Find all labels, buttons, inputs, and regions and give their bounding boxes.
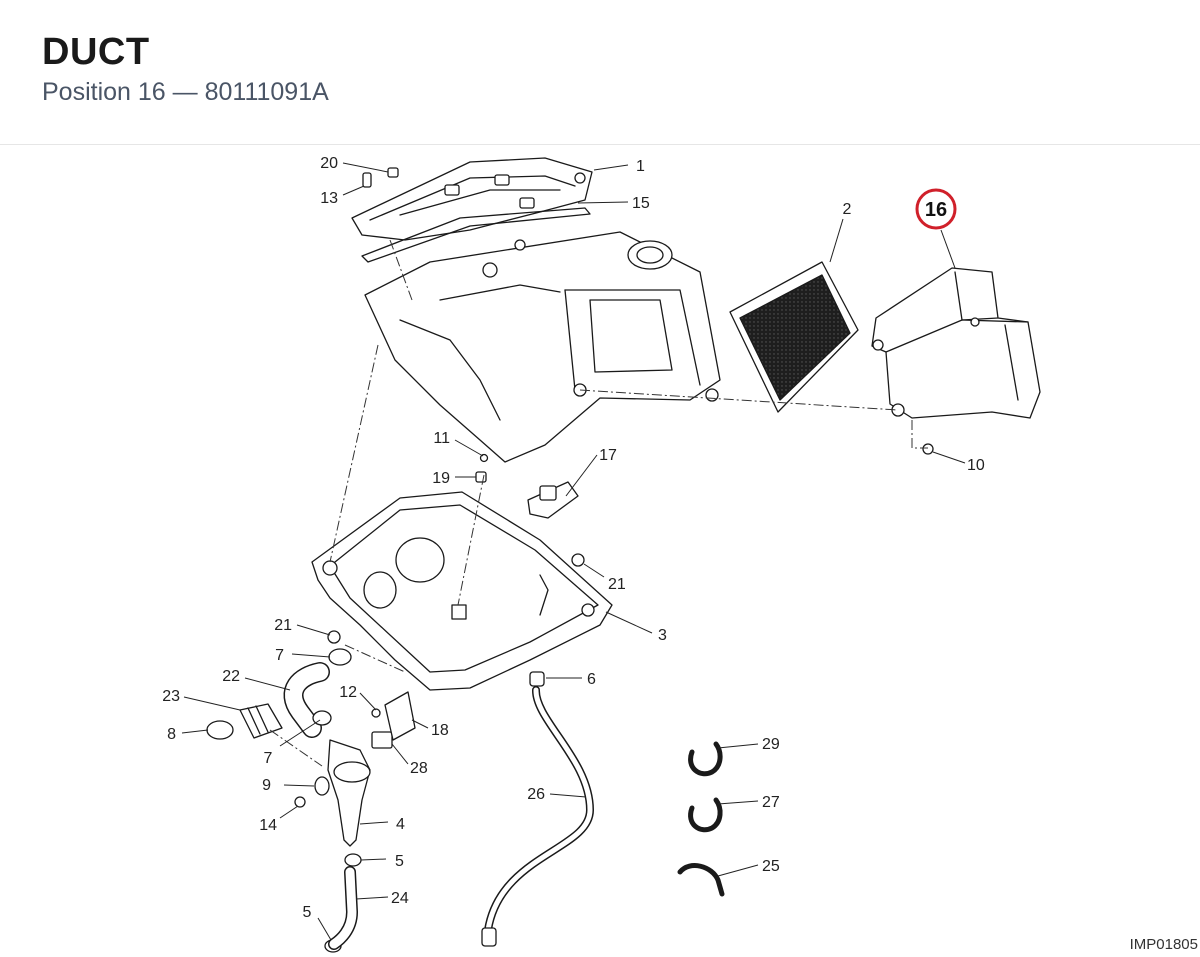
part-8-clamp [206, 720, 234, 740]
callout-3[interactable]: 3 [658, 627, 667, 644]
part-12-screw [371, 708, 381, 718]
callout-25[interactable]: 25 [762, 858, 780, 875]
image-code: IMP01805 [1129, 936, 1198, 953]
callout-8[interactable]: 8 [167, 726, 176, 743]
part-19-clip [475, 471, 487, 483]
part-17-connector [527, 481, 579, 519]
part-4-separator [327, 739, 371, 847]
callout-5-lower[interactable]: 5 [303, 904, 312, 921]
highlight-callout-16[interactable]: 16 [915, 188, 957, 230]
part-14-screw [294, 796, 306, 808]
page-subtitle: Position 16 — 80111091A [42, 78, 329, 106]
callout-17[interactable]: 17 [599, 447, 617, 464]
callout-22[interactable]: 22 [222, 668, 240, 685]
callout-29[interactable]: 29 [762, 736, 780, 753]
callout-2[interactable]: 2 [843, 201, 852, 218]
callout-28[interactable]: 28 [410, 760, 428, 777]
callout-26[interactable]: 26 [527, 786, 545, 803]
part-11-screw [479, 453, 489, 463]
callout-11[interactable]: 11 [433, 430, 450, 447]
highlight-label: 16 [925, 199, 947, 221]
part-20-nut [387, 167, 399, 178]
callout-5-upper[interactable]: 5 [395, 853, 404, 870]
part-27-clamp [688, 797, 723, 833]
callout-10[interactable]: 10 [967, 457, 985, 474]
callout-27[interactable]: 27 [762, 794, 780, 811]
callout-1[interactable]: 1 [636, 158, 645, 175]
callout-18[interactable]: 18 [431, 722, 449, 739]
callout-15[interactable]: 15 [632, 195, 650, 212]
assembly-lines [269, 239, 928, 767]
callout-13[interactable]: 13 [320, 190, 338, 207]
part-3-airbox-lower [311, 491, 613, 691]
part-23-bellows [239, 703, 283, 739]
frame-body [364, 231, 721, 463]
callout-21-left[interactable]: 21 [274, 617, 292, 634]
page-title: DUCT [42, 31, 150, 73]
callout-20[interactable]: 20 [320, 155, 338, 172]
callout-7-lower[interactable]: 7 [264, 750, 273, 767]
part-21-grommet-lower [327, 630, 341, 644]
callout-12[interactable]: 12 [339, 684, 357, 701]
part-9-grommet [314, 776, 330, 796]
callout-19[interactable]: 19 [432, 470, 450, 487]
part-29-clamp [688, 741, 723, 777]
part-15-gasket [361, 207, 591, 263]
page-header: DUCT Position 16 — 80111091A [0, 0, 1200, 145]
part-2-air-filter [729, 261, 859, 413]
part-25-strap [677, 863, 725, 897]
part-13-screw [362, 172, 372, 188]
callout-14[interactable]: 14 [259, 817, 277, 834]
callout-23[interactable]: 23 [162, 688, 180, 705]
exploded-parts-diagram: 16 1 2 3 4 5 5 6 7 7 8 9 10 11 12 13 14 … [0, 145, 1200, 957]
callout-24[interactable]: 24 [391, 890, 409, 907]
callout-labels: 1 2 3 4 5 5 6 7 7 8 9 10 11 12 13 14 15 … [162, 155, 985, 921]
callout-6[interactable]: 6 [587, 671, 596, 688]
part-6-fitting [529, 671, 545, 687]
callout-9[interactable]: 9 [262, 777, 271, 794]
part-21-grommet [571, 553, 585, 567]
part-5-clamp-upper [344, 853, 362, 867]
part-10-screw [922, 443, 934, 455]
part-28-bracket [371, 731, 393, 749]
callout-4[interactable]: 4 [396, 816, 405, 833]
callout-21-right[interactable]: 21 [608, 576, 626, 593]
highlight-ring [915, 188, 957, 230]
part-7-clamp-upper [328, 648, 352, 666]
part-16-duct [871, 267, 1041, 419]
leader-lines [181, 162, 966, 941]
part-18-bracket [384, 691, 416, 741]
callout-7-upper[interactable]: 7 [275, 647, 284, 664]
part-1-top-cover [351, 157, 593, 241]
